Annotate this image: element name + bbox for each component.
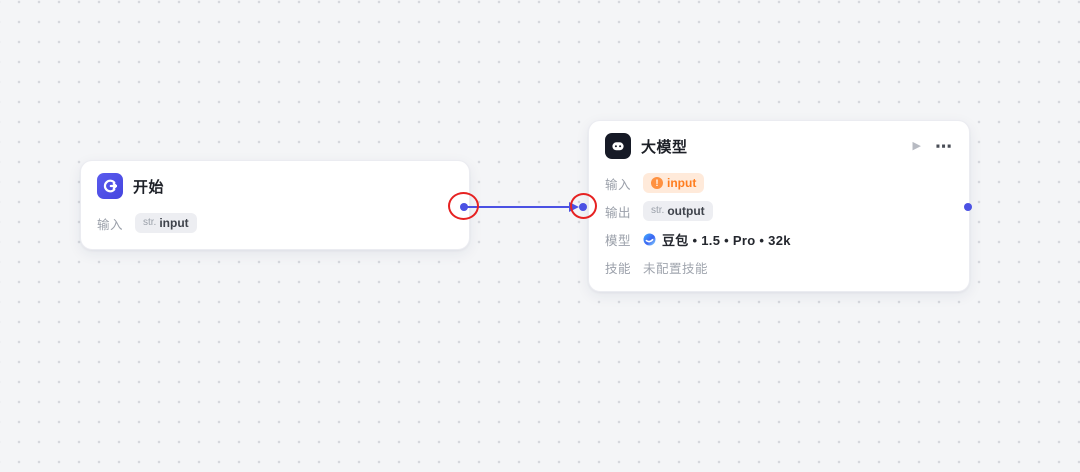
start-input-row: 输入 str. input <box>97 213 453 233</box>
highlight-circle-llm-port <box>570 193 597 219</box>
llm-doubao-icon <box>605 133 631 159</box>
start-node[interactable]: 开始 输入 str. input <box>80 160 470 250</box>
input-variable-badge: ! input <box>643 173 705 193</box>
llm-output-port[interactable] <box>964 203 972 211</box>
start-node-header: 开始 <box>97 173 453 199</box>
variable-ref-icon: ! <box>651 177 663 189</box>
input-variable-badge: str. input <box>135 213 197 233</box>
variable-name: input <box>667 176 697 190</box>
variable-name: output <box>667 204 705 218</box>
llm-node-title: 大模型 <box>641 138 688 156</box>
more-menu-button[interactable]: ⋯ <box>935 136 953 156</box>
run-button[interactable]: ▶ <box>912 139 921 152</box>
output-variable-badge: str. output <box>643 201 713 221</box>
start-icon <box>97 173 123 199</box>
output-label: 输出 <box>605 205 632 220</box>
doubao-model-logo-icon <box>643 233 656 246</box>
input-label: 输入 <box>97 217 124 232</box>
llm-model-row: 模型 豆包 • 1.5 • Pro • <box>605 229 953 249</box>
llm-input-row: 输入 ! input <box>605 173 953 193</box>
variable-name: input <box>159 216 189 230</box>
type-prefix: str. <box>651 205 665 216</box>
type-prefix: str. <box>143 217 157 228</box>
llm-node-header: 大模型 ▶ ⋯ <box>605 133 953 159</box>
llm-output-row: 输出 str. output <box>605 201 953 221</box>
input-label: 输入 <box>605 177 632 192</box>
highlight-circle-start-port <box>448 192 479 220</box>
start-node-title: 开始 <box>133 178 165 196</box>
llm-node[interactable]: 大模型 ▶ ⋯ 输入 ! input 输出 str. output <box>588 120 970 292</box>
llm-skill-row: 技能 未配置技能 <box>605 257 953 277</box>
model-name: 豆包 • 1.5 • Pro • 32k <box>662 232 791 248</box>
model-label: 模型 <box>605 233 632 248</box>
skill-label: 技能 <box>605 261 632 276</box>
skill-value: 未配置技能 <box>643 261 709 276</box>
